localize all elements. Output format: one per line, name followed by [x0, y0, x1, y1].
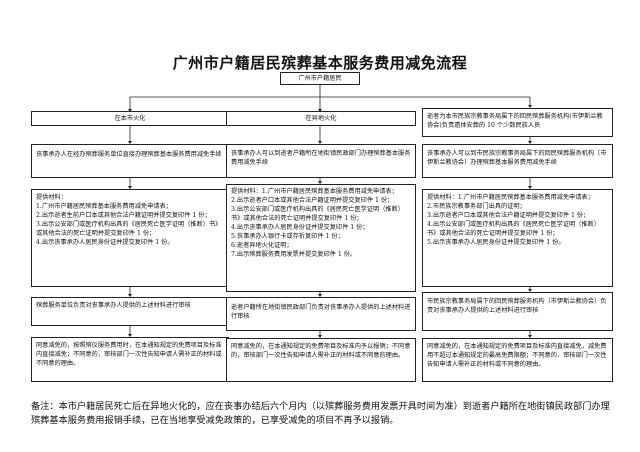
start-node: 广州市户籍居民: [280, 72, 360, 85]
col2-step1: 丧事承办人可以到逝者户籍所在地街镇民政部门办理殡葬基本服务费用减免手续: [226, 144, 416, 178]
col2-result-text: 同意减免的，在本通知规定的免费项目及标准内予以报销；不同意的，审核部门一次性告知…: [231, 343, 411, 359]
start-node-label: 广州市户籍居民: [298, 75, 342, 82]
arrowhead: [128, 141, 132, 144]
col3-step1-text: 丧事承办人可以到市民族宗教事务局属下的回民殡葬服务机构（市伊斯兰教协会）办理殡葬…: [427, 150, 607, 166]
arrowhead: [128, 294, 132, 297]
col1-material-item: 2.出示逝者生前户口本或其他合法户籍证明并提交复印件 1 份；: [36, 211, 211, 219]
arrowhead: [128, 186, 132, 189]
col1-result-text: 同意减免的，按照殡仪服务费用时，在本通知规定的免费项目及标准内直接减免；不同意的…: [36, 342, 222, 367]
col1-materials: 提供材料： 1.广州市户籍居民殡葬基本服务费用减免申请表； 2.出示逝者生前户口…: [31, 189, 229, 287]
col3-material-item: 3.出示逝者户口本或其他合法户籍证明并提交复印件 1 份；: [427, 211, 590, 219]
col2-material-item: 4.出示丧事承办人居民身份证并提交复印件 1 份；: [231, 223, 369, 231]
col2-material-item: 3.出示公安部门或医疗机构出具的《居民死亡医学证明（推断）书》或其他合法的死亡证…: [231, 205, 404, 222]
col2-materials-title: 提供材料：1.广州市户籍居民殡葬基本服务费用减免申请表；: [231, 188, 398, 195]
col1-step1: 丧事承办人在经办殡葬服务单位直接办理殡葬基本服务费用减免手续: [31, 144, 229, 178]
arrowhead: [318, 109, 322, 112]
col2-material-item: 2.出示逝者户口本或其他合法户籍证明并提交复印件 1 份；: [231, 196, 394, 204]
page-title: 广州市户籍居民殡葬基本服务费用减免流程: [172, 54, 468, 72]
col2-review-text: 逝者户籍所在地街镇民政部门负责对丧事承办人提供的上述材料进行审核: [231, 304, 411, 320]
col3-material-item: 2.市民族宗教事务部门出具的证明；: [427, 202, 526, 210]
arrowhead: [528, 289, 532, 292]
col1-result: 同意减免的，按照殡仪服务费用时，在本通知规定的免费项目及标准内直接减免；不同意的…: [31, 337, 229, 382]
arrowhead: [528, 141, 532, 144]
arrowhead: [318, 294, 322, 297]
col1-review-text: 殡葬服务单位负责对丧事承办人提供的上述材料进行审核: [36, 302, 191, 309]
col2-material-item: 7.出示殡葬服务费用发票并提交复印件 1 份。: [231, 250, 357, 258]
col2-result: 同意减免的，在本通知规定的免费项目及标准内予以报销；不同意的，审核部门一次性告知…: [226, 338, 416, 382]
col3-review: 市民族宗教事务局属下的回民殡葬服务机构（市伊斯兰教协会）负责对丧事承办人提供的上…: [422, 292, 613, 331]
col3-result-text: 同意减免的，在本通知规定的免费项目及标准内直接减免，减免费用不超过本通知规定的最…: [427, 343, 607, 368]
col3-step1: 丧事承办人可以到市民族宗教事务局属下的回民殡葬服务机构（市伊斯兰教协会）办理殡葬…: [422, 144, 613, 178]
col1-material-item: 4.出示丧事承办人居民身份证并提交复印件 1 份。: [36, 238, 174, 246]
col1-material-item: 3.出示公安部门或医疗机构出具的《居民死亡医学证明（推断）书》或其他合法的死亡证…: [36, 220, 222, 237]
arrowhead: [318, 335, 322, 338]
col1-step1-text: 丧事承办人在经办殡葬服务单位直接办理殡葬基本服务费用减免手续: [36, 151, 222, 158]
col1-materials-title: 提供材料：: [36, 194, 67, 201]
footnote: 备注：本市户籍居民死亡后在异地火化的，应在丧事办结后六个月内（以殡葬服务费用发票…: [31, 401, 610, 427]
col3-condition-label: 逝者为本市民族宗教事务局属下的回民殡葬服务机构(市伊斯兰教协会)负责遗体安葬的 …: [427, 113, 603, 129]
col3-review-text: 市民族宗教事务局属下的回民殡葬服务机构（市伊斯兰教协会）负责对丧事承办人提供的上…: [427, 298, 607, 314]
col1-condition: 在本市火化: [31, 111, 229, 126]
arrowhead: [528, 186, 532, 189]
col1-review: 殡葬服务单位负责对丧事承办人提供的上述材料进行审核: [31, 297, 229, 326]
col1-material-item: 1.广州市户籍居民殡葬基本服务费用减免申请表；: [36, 202, 172, 210]
col2-step1-text: 丧事承办人可以到逝者户籍所在地街镇民政部门办理殡葬基本服务费用减免手续: [231, 150, 411, 166]
arrowhead: [128, 109, 132, 112]
col3-material-item: 4.出示公安部门或医疗机构出具的《居民死亡医学证明（推断）书》或其他合法的死亡证…: [427, 220, 600, 237]
col3-material-item: 5.出示丧事承办人居民身份证并提交复印件 1 份。: [427, 238, 565, 246]
col1-condition-label: 在本市火化: [114, 115, 146, 122]
arrowhead: [318, 141, 322, 144]
arrowhead: [128, 334, 132, 337]
arrowhead: [318, 181, 322, 184]
col3-result: 同意减免的，在本通知规定的免费项目及标准内直接减免，减免费用不超过本通知规定的最…: [422, 338, 613, 382]
col3-materials: 提供材料：1.广州市户籍居民殡葬基本服务费用减免申请表； 2.市民族宗教事务部门…: [422, 189, 613, 287]
col2-review: 逝者户籍所在地街镇民政部门负责对丧事承办人提供的上述材料进行审核: [226, 297, 416, 331]
col2-material-item: 5.丧事承办人银行卡或存折复印件 1 份；: [231, 232, 344, 240]
col2-materials: 提供材料：1.广州市户籍居民殡葬基本服务费用减免申请表； 2.出示逝者户口本或其…: [226, 184, 416, 292]
col2-material-item: 6.逝者异地火化证明；: [231, 241, 293, 249]
col2-condition-label: 在异地火化: [305, 115, 337, 122]
col3-materials-title: 提供材料：1.广州市户籍居民殡葬基本服务费用减免申请表；: [427, 194, 594, 201]
arrowhead: [528, 335, 532, 338]
col3-condition: 逝者为本市民族宗教事务局属下的回民殡葬服务机构(市伊斯兰教协会)负责遗体安葬的 …: [422, 108, 613, 137]
arrowhead: [528, 105, 532, 108]
col2-condition: 在异地火化: [226, 111, 416, 126]
